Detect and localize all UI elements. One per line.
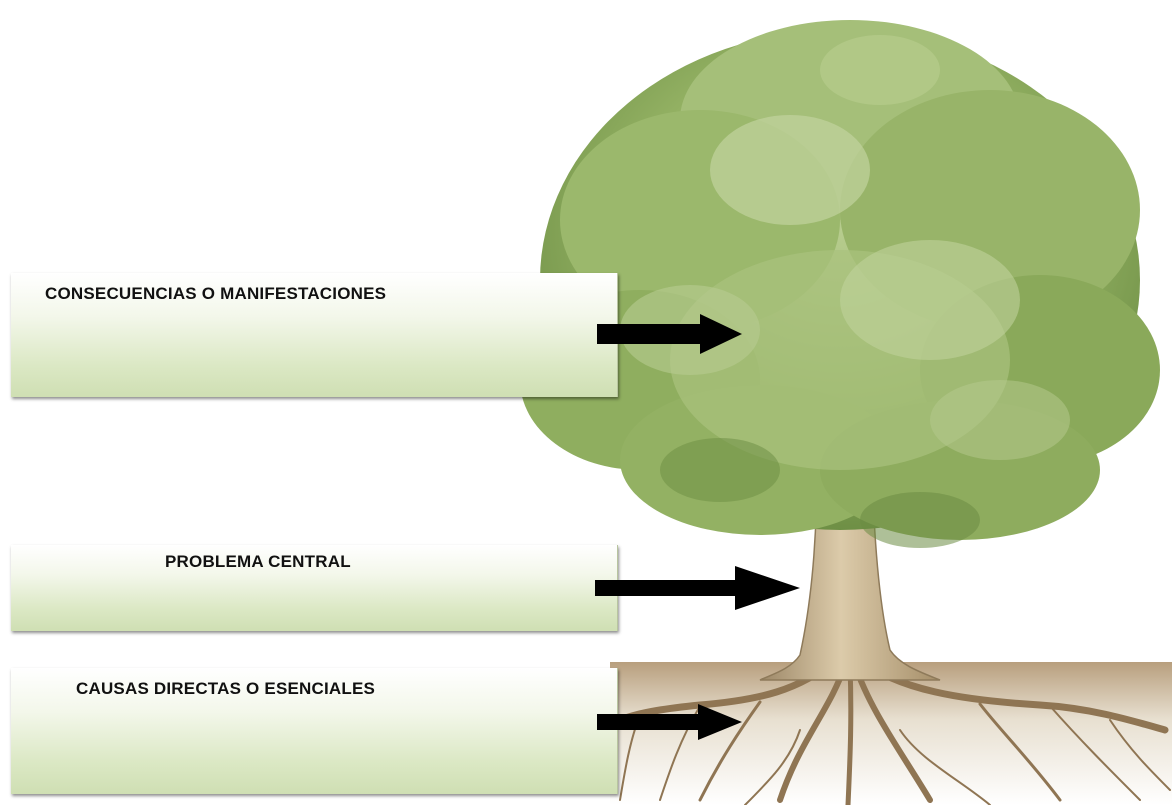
- causes-box: CAUSAS DIRECTAS O ESENCIALES: [11, 668, 618, 794]
- consequences-label: CONSECUENCIAS O MANIFESTACIONES: [45, 284, 387, 303]
- causes-label: CAUSAS DIRECTAS O ESENCIALES: [76, 679, 376, 698]
- consequences-box: CONSECUENCIAS O MANIFESTACIONES: [11, 273, 618, 397]
- problem-label: PROBLEMA CENTRAL: [165, 552, 351, 571]
- foliage: [520, 20, 1160, 548]
- trunk: [759, 429, 941, 681]
- problem-box: PROBLEMA CENTRAL: [11, 545, 618, 631]
